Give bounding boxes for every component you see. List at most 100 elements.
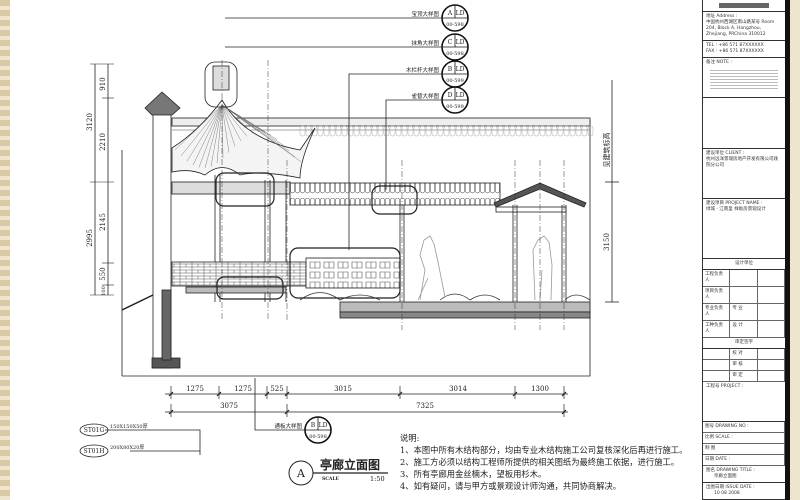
design-unit: 设计单位 <box>703 259 785 270</box>
roof-rafter <box>204 104 223 168</box>
brick-wall <box>171 261 307 287</box>
callout-sheet: LD <box>456 92 465 99</box>
pavilion-roof <box>171 61 316 179</box>
roof-rafter <box>221 104 290 152</box>
wall-tile <box>299 125 306 137</box>
client-name: 杭州远洋景瑞房地产开发有限公司践院分公司 <box>706 157 778 168</box>
corridor-roof <box>289 182 501 206</box>
callout-box <box>215 172 275 207</box>
callout-letter: C <box>448 39 453 46</box>
wall-tile <box>503 125 510 137</box>
wall-tile <box>329 125 336 137</box>
wall-tile <box>323 125 330 137</box>
note-item: 4、如有疑问，请与甲方或景观设计师沟通，共同协商解决。 <box>400 481 621 491</box>
note-item: 1、本图中所有木结构部分，均由专业木结构施工公司复核深化后再进行施工。 <box>400 445 688 455</box>
approval: 审定签字 <box>703 338 785 349</box>
wall-tile <box>455 125 462 137</box>
client-label: 建设单位 CLIENT : <box>706 151 745 156</box>
wall-tile <box>317 125 324 137</box>
wall-tile <box>533 125 540 137</box>
material-code: ST01G <box>84 427 105 434</box>
title-block: 地址 Address :中国杭州西湖区南山路某号 Room 204, Block… <box>702 0 790 500</box>
dim-tick-mark <box>168 391 174 397</box>
issue-date: 10 08 2008 <box>714 491 740 496</box>
address-label: 地址 Address : <box>706 14 738 19</box>
dim-100: 100 <box>101 286 107 296</box>
wall-tile <box>407 125 414 137</box>
wall-tile <box>401 125 408 137</box>
wall-tile <box>377 125 384 137</box>
dim-525: 525 <box>270 385 283 393</box>
address: 中国杭州西湖区南山路某号 Room 204, Block A, Hangzhou… <box>706 20 775 37</box>
drawing-name: 亭廊立面图 <box>714 474 737 479</box>
callout-sheet: LD <box>319 422 328 429</box>
wall-tile <box>509 125 516 137</box>
dim-1275b: 1275 <box>234 385 252 393</box>
wall-tile <box>491 125 498 137</box>
wall-tile <box>335 125 342 137</box>
notes-label: 备注 NOTE : <box>706 60 732 65</box>
roof-rafter <box>221 104 248 137</box>
dim-3014: 3014 <box>449 385 467 393</box>
wall-tile <box>383 125 390 137</box>
wall-tile <box>347 125 354 137</box>
lantern <box>204 61 238 108</box>
callout-ref: 00-598 <box>446 22 464 28</box>
role: 设 计 <box>730 321 758 337</box>
wall-tile <box>467 125 474 137</box>
callout-ref: 00-598 <box>309 434 327 440</box>
general-notes: 说明: 1、本图中所有木结构部分，均由专业木结构施工公司复核深化后再进行施工。 … <box>400 432 687 492</box>
dim-2145: 2145 <box>99 213 107 231</box>
wall-tile <box>395 125 402 137</box>
callout-label: 通板大样图 <box>274 422 302 430</box>
roof-rafter <box>216 104 223 164</box>
project-label: 建设项目 PROJECT NAME : <box>706 201 763 206</box>
wall-tile <box>485 125 492 137</box>
roof-rafter <box>221 104 230 153</box>
roof-rafter <box>180 104 223 157</box>
role: 专 业 <box>730 304 758 320</box>
dim-3150: 3150 <box>603 233 611 251</box>
dim-tick-mark <box>284 409 290 415</box>
wall-tile <box>359 125 366 137</box>
callout-sheet: LD <box>456 10 465 17</box>
wall-tile <box>431 125 438 137</box>
wall-tile <box>575 125 582 137</box>
wall-tile <box>563 125 570 137</box>
dim-550: 550 <box>99 267 107 280</box>
role: 项目负责人 <box>703 287 731 303</box>
scale-label: 比例 SCALE : <box>703 433 785 443</box>
roof-rafter <box>186 104 223 162</box>
dim-tick-mark <box>512 391 518 397</box>
roof-rafter <box>174 104 223 151</box>
person-silhouette <box>417 235 446 301</box>
section-frame <box>121 120 591 377</box>
dim-2210: 2210 <box>99 133 107 151</box>
wall-tile <box>449 125 456 137</box>
wall-tile <box>365 125 372 137</box>
role: 工种负责人 <box>703 321 731 337</box>
material-desc: 200X80X20厚 <box>110 445 144 451</box>
wall-tile <box>497 125 504 137</box>
job-number: 工程号 PROJECT : <box>703 382 785 422</box>
callout-letter: B <box>448 66 453 73</box>
dim-tick-mark <box>264 391 270 397</box>
note-item: 2、施工方必须以结构工程师所提供的相关图纸为最终施工依据，进行施工。 <box>400 457 680 467</box>
material-code: ST01H <box>84 448 105 455</box>
drawing-sheet <box>10 0 788 500</box>
callout-letter: D <box>448 92 453 99</box>
lattice-railing <box>305 257 401 289</box>
callout-ref: 00-599 <box>446 104 464 110</box>
scale-value: 1:50 <box>370 475 385 483</box>
note-item: 3、所有亭廊用金丝楠木，望板用杉木。 <box>400 469 547 479</box>
wall-tile <box>443 125 450 137</box>
dim-3120: 3120 <box>86 113 94 131</box>
date-label: 日期 DATE : <box>703 455 785 465</box>
callout-label: 木栏杆大样图 <box>406 66 440 74</box>
dim-1300: 1300 <box>531 385 549 393</box>
